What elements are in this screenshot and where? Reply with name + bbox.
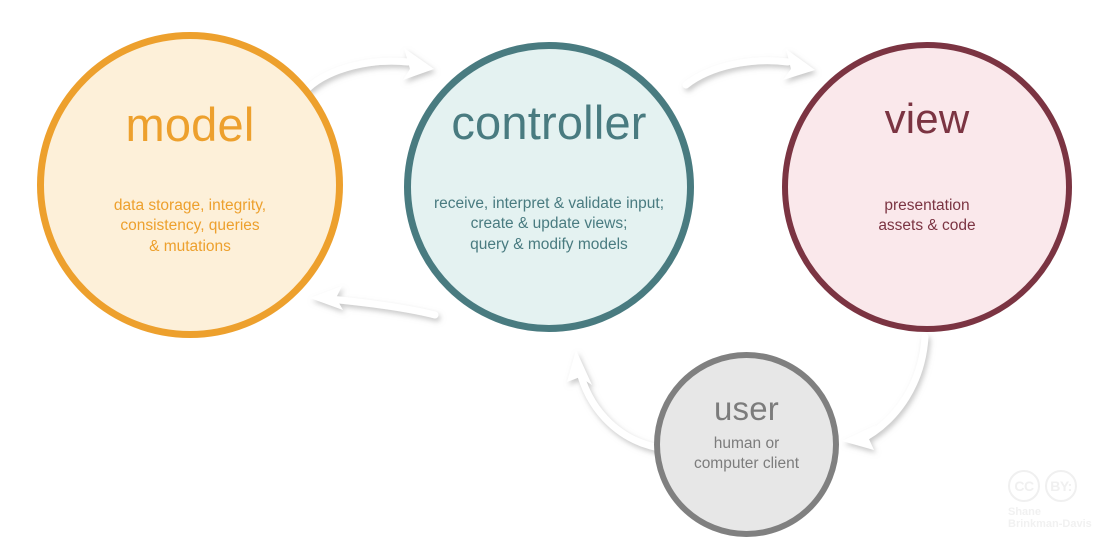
node-view[interactable]: view presentation assets & code [782, 42, 1072, 332]
creative-commons-attribution[interactable]: CC BY: Shane Brinkman-Davis [1008, 470, 1106, 538]
node-user-title: user [714, 390, 779, 427]
node-controller-title: controller [451, 96, 647, 149]
attribution-by-icon: BY: [1045, 470, 1077, 502]
arrow-view-to-user [842, 333, 929, 450]
node-view-title: view [884, 95, 970, 142]
node-model[interactable]: model data storage, integrity, consisten… [37, 32, 343, 338]
node-controller[interactable]: controller receive, interpret & validate… [404, 42, 694, 332]
node-model-description: data storage, integrity, consistency, qu… [113, 197, 267, 255]
author-name-line1: Shane [1008, 506, 1042, 518]
arrow-controller-to-model [310, 286, 439, 319]
arrow-controller-to-view [682, 49, 815, 89]
node-view-description: presentation assets & code [878, 197, 976, 235]
node-user-description: human or computer client [693, 435, 800, 473]
node-user[interactable]: user human or computer client [654, 352, 839, 537]
node-controller-description: receive, interpret & validate input; cre… [433, 195, 665, 253]
arrow-user-to-controller [567, 350, 664, 452]
node-model-title: model [125, 98, 255, 151]
cc-badge-icons: CC BY: [1008, 470, 1077, 502]
creative-commons-icon: CC [1008, 470, 1040, 502]
arrow-model-to-controller [304, 48, 434, 92]
author-name-line2: Brinkman-Davis [1008, 518, 1092, 531]
